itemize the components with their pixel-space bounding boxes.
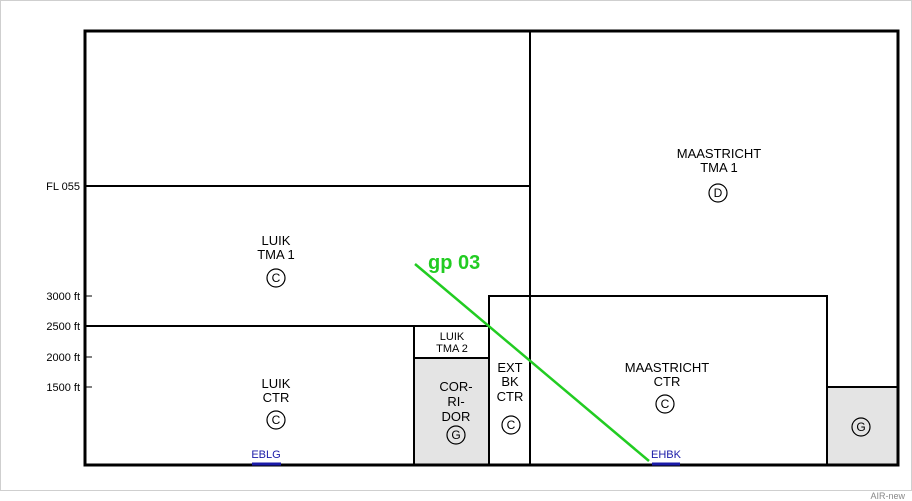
corridor-class: G bbox=[451, 428, 460, 442]
alt-label-2500: 2500 ft bbox=[46, 321, 80, 333]
corridor-fill bbox=[414, 358, 489, 465]
luik-ctr-name-2: CTR bbox=[263, 390, 290, 405]
maastricht-tma1-class-circle bbox=[708, 183, 728, 203]
corridor-name-2: RI- bbox=[447, 394, 464, 409]
luik-tma1-name-2: TMA 1 bbox=[257, 247, 295, 262]
maastricht-tma1-name-1: MAASTRICHT bbox=[677, 146, 762, 161]
alt-label-3000: 3000 ft bbox=[46, 291, 80, 303]
alt-label-1500: 1500 ft bbox=[46, 382, 80, 394]
maastricht-tma1-class: D bbox=[714, 186, 723, 200]
ext-bk-ctr-class: C bbox=[507, 418, 516, 432]
ext-bk-ctr-name-1: EXT bbox=[497, 360, 522, 375]
right-g-class: G bbox=[856, 420, 865, 434]
alt-label-2000: 2000 ft bbox=[46, 352, 80, 364]
luik-tma2-name-1: LUIK bbox=[440, 331, 465, 343]
luik-tma1-name-1: LUIK bbox=[262, 233, 291, 248]
maastricht-ctr-name-1: MAASTRICHT bbox=[625, 360, 710, 375]
ext-bk-ctr-name-3: CTR bbox=[497, 389, 524, 404]
right-g-class-circle bbox=[851, 417, 871, 437]
corridor-name-3: DOR bbox=[442, 409, 471, 424]
luik-ctr-class: C bbox=[272, 413, 281, 427]
footer-label: AIR-new bbox=[870, 491, 905, 501]
glidepath-label: gp 03 bbox=[428, 252, 480, 274]
maastricht-ctr-class: C bbox=[661, 397, 670, 411]
glidepath-line bbox=[414, 263, 650, 462]
luik-ctr-name-1: LUIK bbox=[262, 376, 291, 391]
right-g-fill bbox=[827, 387, 898, 465]
luik-tma1-class: C bbox=[272, 271, 281, 285]
luik-tma1-class-circle bbox=[266, 268, 286, 288]
ext-bk-ctr-class-circle bbox=[501, 415, 521, 435]
airspace-dividers bbox=[85, 31, 898, 465]
luik-tma2-name-2: TMA 2 bbox=[436, 343, 468, 355]
airspace-outline bbox=[83, 29, 900, 467]
altitude-ticks bbox=[85, 185, 92, 388]
maastricht-tma1-name-2: TMA 1 bbox=[700, 160, 738, 175]
maastricht-ctr-outline bbox=[488, 295, 828, 465]
maastricht-ctr-name-2: CTR bbox=[654, 374, 681, 389]
corridor-class-circle bbox=[446, 425, 466, 445]
luik-ctr-class-circle bbox=[266, 410, 286, 430]
alt-label-fl055: FL 055 bbox=[46, 181, 80, 193]
ext-bk-ctr-name-2: BK bbox=[501, 374, 519, 389]
airport-ebl-label: EBLG bbox=[251, 449, 280, 461]
corridor-name-1: COR- bbox=[439, 379, 472, 394]
airport-ehbk-label: EHBK bbox=[651, 449, 682, 461]
maastricht-ctr-class-circle bbox=[655, 394, 675, 414]
